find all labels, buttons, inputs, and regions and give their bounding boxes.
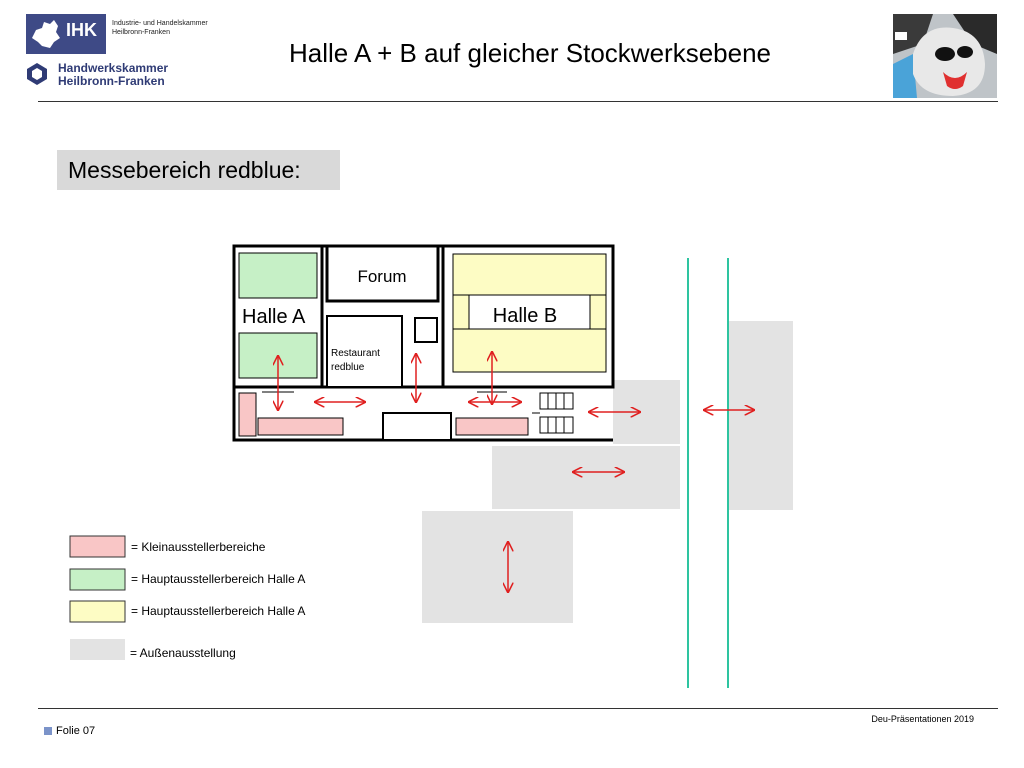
legend-swatch-aussen	[70, 639, 125, 660]
halle-b-main-area-bottom	[452, 328, 607, 373]
outdoor-area-4	[422, 511, 573, 623]
stairwell-box	[414, 317, 438, 343]
ihk-subtitle: Industrie- und Handelskammer Heilbronn-F…	[112, 19, 222, 37]
halle-a-main-area-top	[238, 252, 318, 299]
section-label: Messebereich redblue:	[57, 150, 340, 190]
legend-swatch-klein	[69, 535, 126, 558]
halle-b-main-area-left	[452, 294, 470, 330]
footer-presentation: Deu-Präsentationen 2019	[871, 714, 974, 724]
ihk-map-icon	[32, 20, 60, 48]
ihk-logo-text: IHK	[66, 20, 97, 40]
legend-swatch-haupt-a	[69, 568, 126, 591]
restaurant-room	[326, 315, 403, 388]
header-divider	[38, 101, 998, 102]
halle-b-label: Halle B	[493, 305, 557, 327]
hwk-line2: Heilbronn-Franken	[58, 74, 165, 88]
legend-label-haupt-a: = Hauptausstellerbereich Halle A	[131, 572, 305, 586]
outdoor-area-2	[492, 446, 680, 509]
restaurant-label-line1: Restaurant	[331, 348, 380, 359]
hwk-logo-text: Handwerkskammer Heilbronn-Franken	[58, 62, 188, 88]
footer-bullet-icon	[44, 727, 52, 735]
halle-a-label: Halle A	[242, 306, 306, 328]
halle-b-main-area-right	[589, 294, 607, 330]
legend-label-aussen: = Außenausstellung	[130, 646, 236, 660]
page-title: Halle A + B auf gleicher Stockwerksebene	[288, 38, 771, 68]
stairs-icon	[532, 392, 574, 434]
small-exhibitor-area-3	[455, 417, 529, 436]
outdoor-area-3	[728, 321, 793, 510]
legend-label-haupt-b: = Hauptausstellerbereich Halle A	[131, 604, 305, 618]
forum-label: Forum	[357, 267, 406, 286]
ihk-subtitle-line1: Industrie- und Handelskammer	[112, 20, 208, 27]
hwk-line1: Handwerkskammer	[58, 61, 169, 75]
small-exhibitor-area-2	[257, 417, 344, 436]
legend-label-klein: = Kleinausstellerbereiche	[131, 540, 266, 554]
comic-face-icon	[893, 14, 997, 98]
entrance-box	[382, 412, 452, 441]
forum-room	[325, 244, 440, 303]
ihk-subtitle-line2: Heilbronn-Franken	[112, 29, 170, 36]
hwk-logo-icon	[27, 63, 47, 85]
restaurant-label-line2: redblue	[331, 362, 365, 373]
footer-divider	[38, 708, 998, 709]
footer-slide-number: Folie 07	[56, 725, 96, 737]
legend-swatch-haupt-b	[69, 600, 126, 623]
small-exhibitor-area-1	[238, 392, 257, 437]
halle-b-main-area-top	[452, 253, 607, 296]
